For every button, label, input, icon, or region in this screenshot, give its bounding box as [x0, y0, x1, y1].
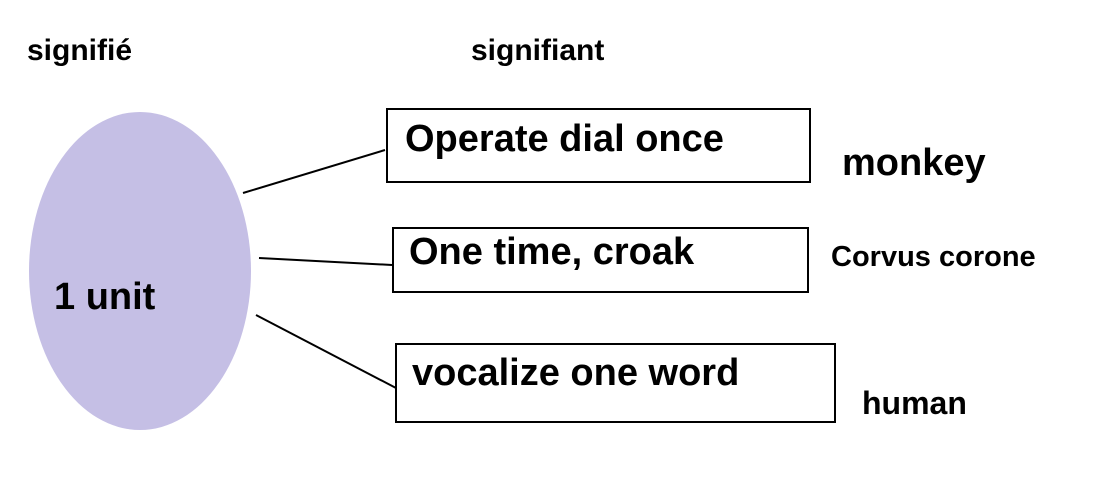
connector-line-2 [258, 257, 393, 266]
signifiant-heading: signifiant [471, 34, 605, 67]
connector-line-1 [242, 149, 386, 194]
signifie-ellipse [29, 112, 251, 430]
species-label-human: human [862, 385, 967, 421]
signifiant-box-2-text: One time, croak [409, 231, 695, 273]
signifiant-box-3 [395, 343, 836, 423]
signifiant-box-2 [392, 227, 809, 293]
species-label-corvus: Corvus corone [831, 241, 1036, 273]
signifiant-box-3-text: vocalize one word [412, 352, 740, 394]
signifiant-box-1 [386, 108, 811, 183]
signifiant-box-1-text: Operate dial once [405, 118, 724, 160]
connector-line-3 [255, 314, 397, 389]
signifie-heading: signifié [27, 34, 133, 67]
ellipse-label: 1 unit [54, 276, 156, 318]
species-label-monkey: monkey [842, 142, 986, 184]
